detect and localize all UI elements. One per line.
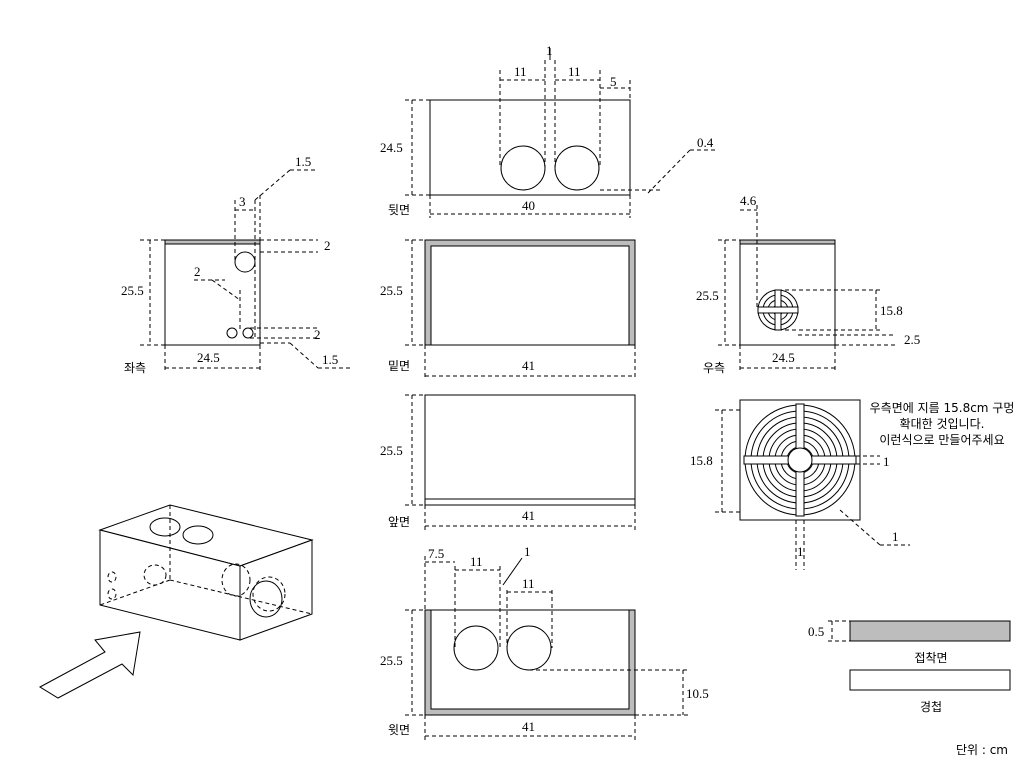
top-hole-2 [506, 625, 552, 671]
front-view: 25.5 41 앞면 [380, 394, 636, 530]
back-dim-thickness: 0.4 [697, 135, 714, 150]
front-dim-width: 41 [522, 508, 535, 523]
right-dim-height: 25.5 [696, 288, 719, 303]
top-hole-1 [453, 625, 499, 671]
left-glue-strip [164, 239, 261, 245]
back-view: 11 1 11 5 24.5 40 0.4 뒷면 [380, 43, 718, 218]
right-dim-offset: 4.6 [740, 193, 757, 208]
iso-side-hole [249, 580, 283, 618]
legend-glue-label: 접착면 [914, 651, 947, 665]
unit-label: 단위 : cm [956, 743, 1008, 757]
left-view-label: 좌측 [124, 361, 146, 375]
back-dim-hole2: 11 [568, 64, 581, 79]
left-dim-hole-dia: 2 [324, 238, 331, 253]
left-dim-leader: 2 [194, 264, 201, 279]
detail-dim-slot-h: 1 [883, 454, 890, 469]
top-dim-height: 25.5 [380, 653, 403, 668]
top-dim-offset: 7.5 [428, 546, 444, 561]
right-view-label: 우측 [703, 361, 725, 375]
back-dim-gap: 1 [546, 43, 553, 58]
left-dim-top-thick: 1.5 [295, 154, 311, 169]
legend-thickness: 0.5 [808, 624, 824, 639]
iso-top-hole-1 [149, 517, 181, 537]
left-hole-bottom-1 [226, 327, 238, 339]
top-dim-hole1: 11 [470, 554, 483, 569]
isometric-box [38, 504, 314, 699]
left-dim-height: 25.5 [121, 283, 144, 298]
legend-joint-swatch [849, 669, 1011, 691]
back-dim-margin: 5 [610, 74, 617, 89]
top-dim-hole2: 11 [522, 576, 535, 591]
legend: 0.5 접착면 경첩 [808, 620, 1011, 714]
left-dim-width: 24.5 [197, 350, 220, 365]
left-hole-top [234, 251, 256, 273]
legend-glue-swatch [849, 620, 1011, 642]
front-dim-height: 25.5 [380, 443, 403, 458]
left-dim-bottom-hole: 2 [314, 327, 321, 342]
left-dim-bottom-thick: 1.5 [322, 352, 338, 367]
top-view-label: 윗면 [388, 722, 410, 737]
bottom-panel [430, 245, 630, 346]
detail-dim-rib: 1 [892, 529, 899, 544]
right-dim-grille: 15.8 [880, 303, 903, 318]
right-glue-strip [739, 239, 836, 245]
left-view: 3 1.5 2 2 2 1.5 25.5 24.5 좌측 [121, 154, 350, 375]
bottom-view-label: 밑면 [388, 359, 410, 373]
note-line-2: 확대한 것입니다. [900, 417, 985, 431]
note-line-3: 이런식으로 만들어주세요 [879, 433, 1004, 447]
front-panel [424, 394, 636, 506]
bottom-dim-height: 25.5 [380, 283, 403, 298]
back-hole-2 [554, 145, 600, 191]
right-dim-bottom: 2.5 [904, 332, 920, 347]
right-dim-width: 24.5 [772, 350, 795, 365]
back-dim-hole1: 11 [514, 64, 527, 79]
iso-top-hole-2 [182, 525, 214, 545]
top-dim-gap: 1 [524, 544, 531, 559]
left-dim-hole-off: 3 [239, 194, 246, 209]
grille-detail: 15.8 1 1 1 [690, 399, 910, 570]
back-hole-1 [500, 145, 546, 191]
legend-joint-label: 경첩 [920, 700, 942, 714]
front-view-label: 앞면 [388, 515, 410, 529]
detail-dim-slot-v: 1 [797, 544, 804, 559]
bottom-dim-width: 41 [522, 358, 535, 373]
back-dim-width: 40 [522, 198, 535, 213]
top-dim-y-offset: 10.5 [686, 686, 709, 701]
back-dim-height: 24.5 [380, 140, 403, 155]
instruction-note: 우측면에 지름 15.8cm 구멍 확대한 것입니다. 이런식으로 만들어주세요 [870, 401, 1015, 447]
back-view-label: 뒷면 [388, 203, 410, 217]
view-direction-arrow [38, 631, 141, 699]
detail-dim-size: 15.8 [690, 453, 713, 468]
top-dim-width: 41 [522, 719, 535, 734]
left-hole-bottom-2 [242, 327, 254, 339]
bottom-view: 25.5 41 밑면 [380, 239, 636, 380]
right-view: 4.6 15.8 2.5 25.5 24.5 우측 [696, 193, 920, 375]
top-view: 7.5 11 1 11 25.5 10.5 41 윗면 [380, 544, 709, 740]
right-grille-small [757, 289, 799, 331]
note-line-1: 우측면에 지름 15.8cm 구멍 [870, 401, 1015, 415]
